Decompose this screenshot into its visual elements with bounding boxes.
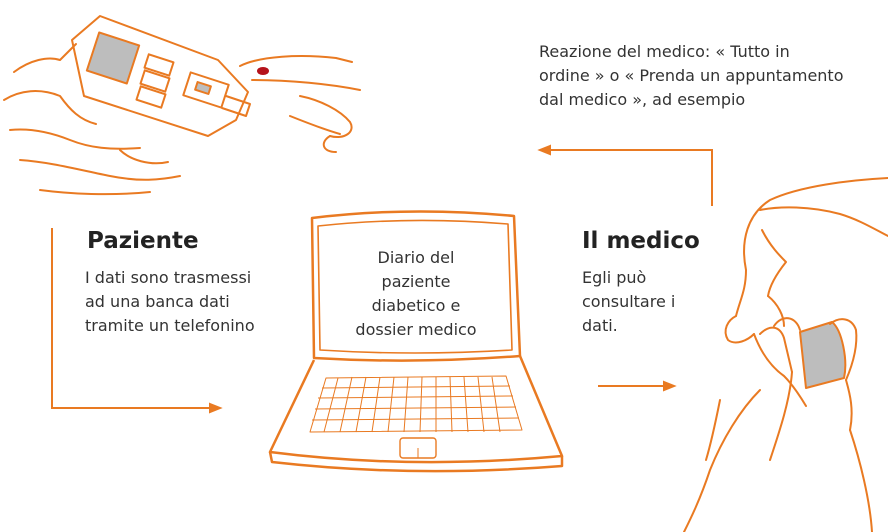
doctor-line: Egli può (582, 268, 647, 287)
screen-line: paziente (381, 272, 451, 291)
blood-drop-icon (257, 67, 269, 75)
patient-line: ad una banca dati (85, 292, 230, 311)
patient-line: tramite un telefonino (85, 316, 255, 335)
doctor-reaction-line: ordine » o « Prenda un appuntamento (539, 66, 844, 85)
doctor-line: dati. (582, 316, 618, 335)
doctor-reaction-line: Reazione del medico: « Tutto in (539, 42, 790, 61)
patient-title: Paziente (87, 228, 199, 254)
doctor-phone-icon (683, 177, 888, 532)
doctor-line: consultare i (582, 292, 676, 311)
screen-line: diabetico e (371, 296, 461, 315)
hands-glucometer-icon (3, 15, 361, 196)
doctor-title: Il medico (582, 228, 700, 254)
screen-line: Diario del (377, 248, 455, 267)
doctor-reaction-line: dal medico », ad esempio (539, 90, 746, 109)
doctor-reaction-text: Reazione del medico: « Tutto in ordine »… (539, 40, 879, 112)
patient-line: I dati sono trasmessi (85, 268, 252, 287)
laptop-screen-text: Diario del paziente diabetico e dossier … (330, 246, 502, 342)
screen-line: dossier medico (355, 320, 477, 339)
patient-description: I dati sono trasmessi ad una banca dati … (85, 266, 285, 338)
laptop-icon (268, 210, 564, 473)
arrow-left-icon (537, 144, 713, 206)
arrow-right-icon (51, 228, 223, 414)
arrow-right-icon (598, 380, 677, 392)
doctor-description: Egli può consultare i dati. (582, 266, 702, 338)
